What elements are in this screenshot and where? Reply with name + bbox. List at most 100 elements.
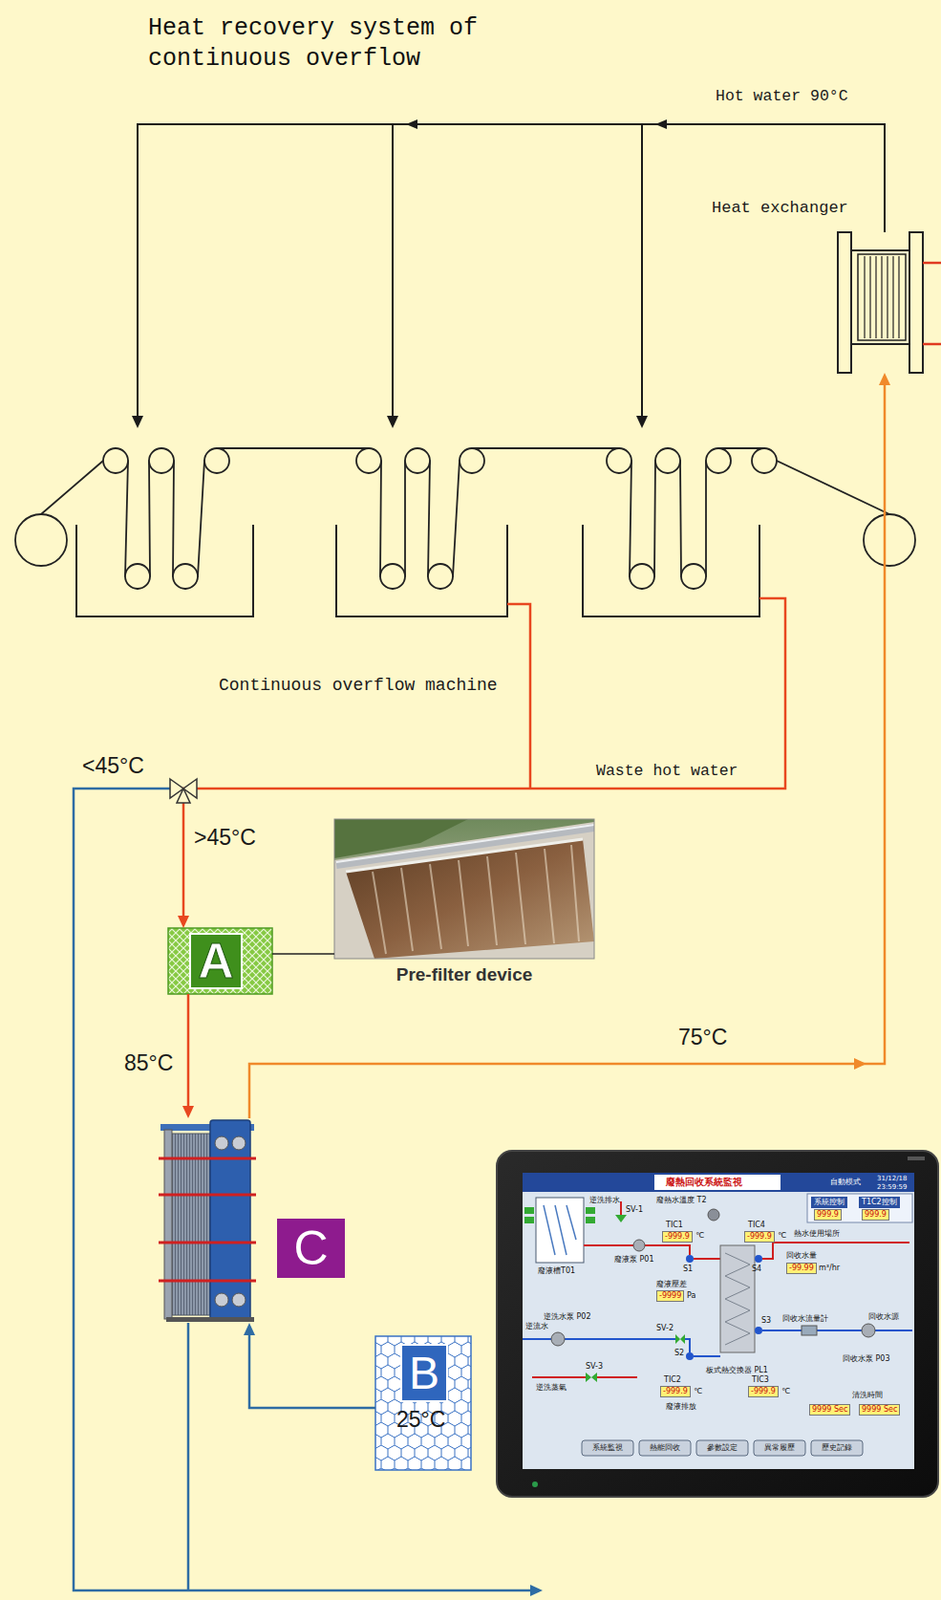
- screen-label: 廢液槽T01: [537, 1265, 576, 1276]
- screen-label: 回收水泵 P03: [842, 1353, 891, 1364]
- hmi-touch-screen: [685, 1254, 694, 1262]
- screen-label: 999.9: [813, 1208, 842, 1220]
- screen-label: 廢液泵 P01: [614, 1254, 655, 1264]
- screen-label: ℃: [781, 1386, 791, 1396]
- connector-group: [182, 993, 194, 1118]
- flow-arrowhead: [386, 415, 399, 428]
- heat-exchanger-symbol: [837, 232, 852, 373]
- hmi-touch-screen: [522, 1172, 915, 1469]
- temperature-label: <45°C: [82, 752, 145, 778]
- plate-heat-exchanger: [158, 1119, 257, 1322]
- heat-exchanger-symbol: [851, 250, 910, 344]
- heat-exchanger-symbol: [837, 232, 923, 373]
- guide-roller: [15, 513, 67, 566]
- arrowhead: [177, 915, 190, 928]
- screen-label: -9999: [656, 1289, 685, 1302]
- screen-label: -999.9: [662, 1230, 693, 1242]
- plate-heat-exchanger: [214, 1292, 229, 1306]
- pipe-connector: [187, 993, 191, 1106]
- screen-label: -999.9: [748, 1385, 779, 1397]
- pre-filter-photo: [336, 827, 595, 865]
- screen-label: 廢熱水溫度 T2: [656, 1195, 707, 1205]
- connector-group: [243, 1322, 376, 1408]
- node-label: Heat exchanger: [711, 198, 849, 218]
- overflow-tank: [76, 524, 760, 617]
- edge-label: Hot water 90°C: [713, 86, 851, 107]
- screen-label: ℃: [693, 1386, 703, 1396]
- guide-roller: [427, 563, 453, 589]
- hot-water-pipe: [392, 124, 642, 417]
- hmi-touch-screen: [801, 1325, 817, 1335]
- guide-roller: [15, 448, 916, 589]
- flow-arrowhead: [530, 1583, 543, 1596]
- hmi-touch-screen: [907, 1155, 925, 1160]
- screen-label: -99.99: [786, 1261, 817, 1274]
- filter-box: [168, 927, 273, 994]
- filter-box: A: [168, 927, 273, 994]
- connector-group: [131, 124, 885, 428]
- screen-label: 參數設定: [706, 1442, 738, 1453]
- hot-water-pipe: [392, 124, 642, 417]
- hmi-touch-screen: [581, 1439, 634, 1455]
- hmi-touch-screen: [720, 1244, 755, 1352]
- screen-label: 31/12/18: [876, 1174, 907, 1182]
- hmi-touch-screen: [496, 1150, 939, 1497]
- guide-roller: [172, 563, 198, 589]
- plate-heat-exchanger: [232, 1292, 246, 1306]
- heat-exchanger-symbol: [857, 254, 906, 341]
- flow-arrowhead: [854, 1057, 867, 1070]
- pre-filter-photo: [336, 824, 595, 862]
- screen-label: 板式熱交換器 PL1: [705, 1365, 769, 1375]
- guide-roller: [459, 448, 485, 473]
- hmi-touch-screen: [654, 1174, 781, 1190]
- screen-label: 逆洗蒸氣: [535, 1382, 567, 1392]
- pipe-connector: [183, 598, 786, 916]
- arrowhead: [878, 372, 891, 385]
- screen-label: 自動模式: [830, 1176, 861, 1187]
- water-source-box: [375, 1335, 471, 1470]
- diagram-title: Heat recovery system of continuous overf…: [148, 13, 512, 75]
- screen-label: 歷史記錄: [821, 1442, 853, 1453]
- heat-exchanger-symbol: [909, 232, 923, 373]
- node-label: Pre-filter device: [334, 963, 595, 985]
- screen-label: TIC4: [748, 1219, 766, 1230]
- fabric-path: [41, 448, 890, 589]
- hmi-touch-screen: [707, 1208, 720, 1220]
- hmi-touch-screen: [639, 1439, 691, 1455]
- screen-label: ℃: [777, 1230, 787, 1241]
- flow-arrowhead: [406, 119, 418, 129]
- plate-heat-exchanger: [210, 1119, 251, 1321]
- screen-label: TIC2: [663, 1374, 682, 1385]
- screen-label: SV-3: [585, 1361, 603, 1371]
- screen-label: S1: [683, 1263, 693, 1274]
- guide-roller: [681, 563, 706, 589]
- screen-label: 回收水量: [786, 1250, 817, 1261]
- guide-roller: [149, 448, 174, 473]
- three-way-valve: [170, 778, 197, 803]
- hmi-touch-screen: [696, 1439, 749, 1455]
- screen-label: 系統控制: [811, 1196, 848, 1208]
- node-label: C: [277, 1218, 345, 1278]
- guide-roller: [705, 448, 731, 473]
- hmi-touch-screen: [535, 1197, 584, 1262]
- guide-roller: [751, 448, 777, 473]
- screen-label: 回收水源: [868, 1311, 899, 1322]
- temperature-label: >45°C: [193, 824, 257, 850]
- screen-label: Pa: [686, 1290, 696, 1301]
- screen-label: 熱水使用場所: [793, 1228, 840, 1239]
- overflow-tank: [76, 524, 760, 617]
- hmi-touch-screen: [753, 1439, 806, 1455]
- pre-filter-photo: [334, 818, 595, 959]
- hmi-touch-screen: [811, 1439, 863, 1455]
- waste-water-pipe: [507, 598, 772, 789]
- screen-label: TIC1: [665, 1219, 684, 1230]
- pre-filter-photo: [334, 821, 595, 959]
- screen-label: S4: [751, 1263, 762, 1274]
- pipe-connector: [272, 952, 335, 955]
- waste-water-pipe: [507, 598, 772, 789]
- pre-filter-photo: [334, 818, 595, 959]
- plate-heat-exchanger: [232, 1135, 246, 1150]
- screen-label: -999.9: [660, 1385, 691, 1397]
- heat-exchanger: Heat exchanger: [837, 232, 923, 373]
